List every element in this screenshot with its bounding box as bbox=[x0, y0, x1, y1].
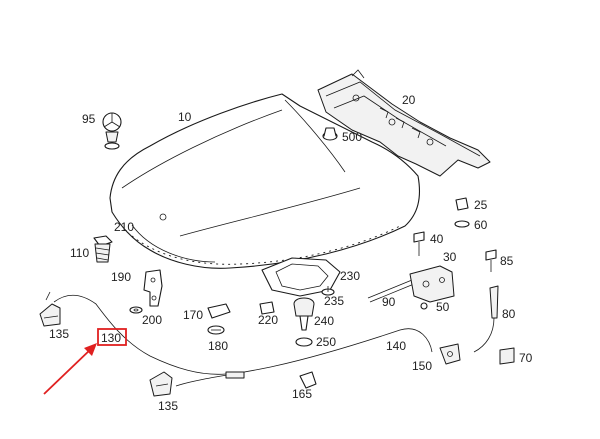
callout-230: 230 bbox=[340, 269, 360, 283]
callout-165: 165 bbox=[292, 387, 312, 401]
callout-85: 85 bbox=[500, 254, 514, 268]
callout-135-lower: 135 bbox=[158, 399, 178, 413]
part-60-washer[interactable] bbox=[454, 220, 470, 228]
part-95-hood-star[interactable] bbox=[102, 112, 122, 150]
callout-30: 30 bbox=[443, 250, 457, 264]
callout-10: 10 bbox=[178, 110, 192, 124]
part-20-cowl-panel[interactable] bbox=[317, 69, 491, 177]
part-130-release-cable[interactable] bbox=[53, 294, 227, 375]
part-230-seal[interactable] bbox=[261, 257, 341, 297]
callout-50: 50 bbox=[436, 300, 450, 314]
callout-170: 170 bbox=[183, 308, 203, 322]
callout-140: 140 bbox=[386, 339, 406, 353]
part-10-hood[interactable] bbox=[109, 93, 421, 269]
callout-180: 180 bbox=[208, 339, 228, 353]
callout-250: 250 bbox=[316, 335, 336, 349]
part-85-bolt[interactable] bbox=[485, 249, 497, 272]
callout-110: 110 bbox=[70, 246, 89, 260]
part-150-cable-end[interactable] bbox=[439, 343, 461, 365]
part-135-release-handle-lower[interactable] bbox=[149, 371, 173, 397]
callout-80: 80 bbox=[502, 307, 516, 321]
callout-20: 20 bbox=[402, 93, 416, 107]
callout-235: 235 bbox=[324, 294, 344, 308]
callout-70: 70 bbox=[519, 351, 533, 365]
part-200-washer[interactable] bbox=[129, 306, 143, 314]
part-170-clip[interactable] bbox=[207, 303, 231, 319]
callout-60: 60 bbox=[474, 218, 488, 232]
callout-500: 500 bbox=[342, 130, 362, 144]
part-90-gas-strut[interactable] bbox=[367, 279, 415, 303]
part-70-latch[interactable] bbox=[499, 347, 515, 365]
part-180-retainer[interactable] bbox=[207, 325, 225, 335]
part-50-screw[interactable] bbox=[420, 302, 428, 310]
part-250-grommet[interactable] bbox=[295, 337, 313, 347]
callout-210: 210 bbox=[114, 220, 134, 234]
callout-220: 220 bbox=[258, 313, 278, 327]
callout-190: 190 bbox=[111, 270, 131, 284]
part-500-grommet[interactable] bbox=[322, 127, 338, 141]
highlight-arrow-head bbox=[84, 343, 97, 356]
callout-labels: 10 20 95 500 25 60 40 210 110 30 85 190 … bbox=[49, 93, 533, 413]
part-220-clip[interactable] bbox=[259, 301, 275, 315]
part-240-rubber-buffer[interactable] bbox=[293, 297, 315, 331]
part-110-spring-bumper[interactable] bbox=[93, 235, 113, 263]
callout-90: 90 bbox=[382, 295, 396, 309]
callout-240: 240 bbox=[314, 314, 334, 328]
part-40-bolt[interactable] bbox=[413, 231, 425, 256]
part-190-bracket[interactable] bbox=[143, 269, 163, 307]
part-165-clip[interactable] bbox=[299, 371, 317, 389]
part-25-nut[interactable] bbox=[455, 197, 469, 211]
part-140-cable[interactable] bbox=[175, 328, 433, 387]
part-135-release-handle-left[interactable] bbox=[39, 291, 61, 327]
part-30-hood-lock[interactable] bbox=[409, 265, 455, 303]
callout-150: 150 bbox=[412, 359, 432, 373]
part-235-fastener[interactable] bbox=[321, 286, 335, 296]
highlight-arrow-shaft bbox=[43, 347, 93, 395]
highlight-130 bbox=[43, 328, 127, 395]
part-80-rod[interactable] bbox=[473, 285, 499, 353]
callout-25: 25 bbox=[474, 198, 488, 212]
callout-135-left: 135 bbox=[49, 327, 69, 341]
callout-130: 130 bbox=[101, 331, 121, 345]
callout-200: 200 bbox=[142, 313, 162, 327]
callout-95: 95 bbox=[82, 112, 96, 126]
highlight-box bbox=[97, 328, 127, 346]
callout-40: 40 bbox=[430, 232, 444, 246]
